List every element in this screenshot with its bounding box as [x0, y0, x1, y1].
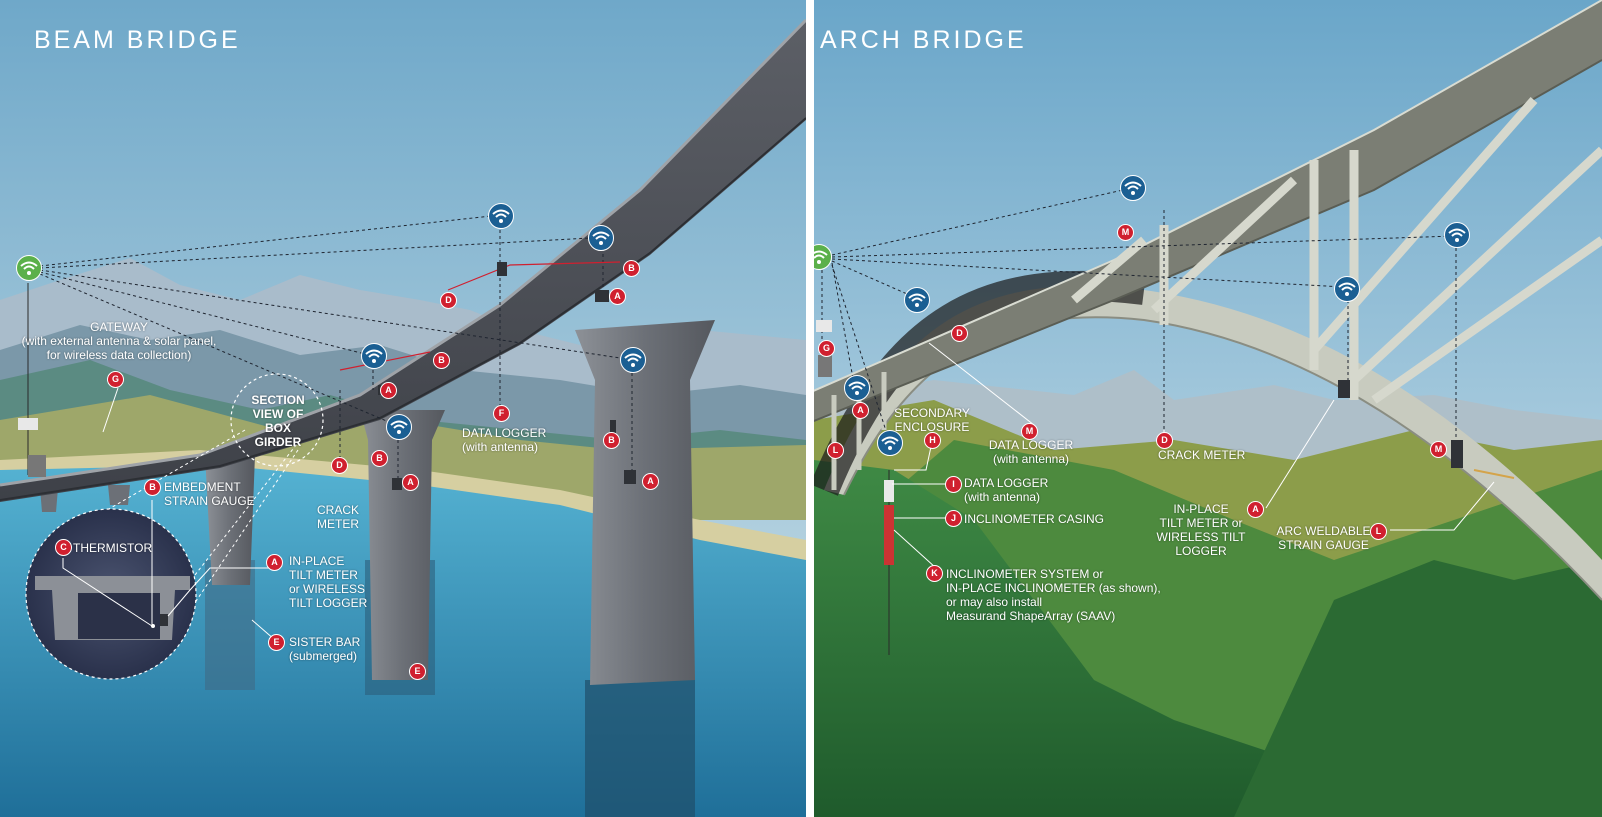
badge-b: B: [603, 432, 620, 449]
wifi-icon: [620, 347, 646, 373]
arc-weldable-strain-gauge-label: ARC WELDABLE STRAIN GAUGE: [1276, 524, 1371, 552]
wifi-icon: [877, 430, 903, 456]
badge-a: A: [609, 288, 626, 305]
arch-bridge-title: ARCH BRIDGE: [820, 26, 1027, 54]
badge-h: H: [924, 432, 941, 449]
badge-f: F: [493, 405, 510, 422]
badge-a: A: [402, 474, 419, 491]
section-view-label: SECTION VIEW OF BOX GIRDER: [251, 393, 305, 449]
wifi-icon: [386, 414, 412, 440]
badge-k: K: [926, 565, 943, 582]
badge-l: L: [827, 442, 844, 459]
badge-a: A: [852, 402, 869, 419]
badge-g: G: [818, 340, 835, 357]
secondary-enclosure-label: SECONDARY ENCLOSURE: [894, 406, 970, 434]
data-logger-i-label: DATA LOGGER (with antenna): [964, 476, 1049, 504]
crack-meter-label: CRACK METER: [316, 503, 359, 531]
wifi-icon: [904, 287, 930, 313]
badge-a: A: [266, 554, 283, 571]
arch-bridge-panel: ARCH BRIDGE SECONDARY ENCLOSURE DATA LOG…: [814, 0, 1602, 817]
badge-b: B: [144, 479, 161, 496]
thermistor-label: THERMISTOR: [73, 541, 153, 555]
badge-a: A: [380, 382, 397, 399]
badge-e: E: [268, 634, 285, 651]
wifi-icon: [1120, 175, 1146, 201]
badge-d: D: [331, 457, 348, 474]
badge-m: M: [1117, 224, 1134, 241]
badge-m: M: [1021, 423, 1038, 440]
wifi-icon: [1444, 222, 1470, 248]
crack-meter-label: CRACK METER: [1158, 448, 1246, 462]
data-logger-label: DATA LOGGER (with antenna): [462, 426, 547, 454]
badge-c: C: [55, 539, 72, 556]
gateway-wifi-icon: [16, 255, 42, 281]
badge-b: B: [433, 352, 450, 369]
badge-d: D: [951, 325, 968, 342]
badge-m: M: [1430, 441, 1447, 458]
badge-j: J: [945, 510, 962, 527]
data-logger-m-label: DATA LOGGER (with antenna): [988, 438, 1074, 466]
gateway-wifi-icon: [814, 244, 832, 270]
arch-bridge-illustration: [814, 0, 1602, 817]
inclinometer-casing-label: INCLINOMETER CASING: [964, 512, 1105, 526]
tilt-meter-label: IN-PLACE TILT METER or WIRELESS TILT LOG…: [289, 554, 368, 610]
beam-bridge-panel: BEAM BRIDGE GATEWAY (with external anten…: [0, 0, 806, 817]
tilt-meter-label: IN-PLACE TILT METER or WIRELESS TILT LOG…: [1156, 502, 1246, 558]
badge-a: A: [1247, 501, 1264, 518]
badge-e: E: [409, 663, 426, 680]
badge-i: I: [945, 476, 962, 493]
badge-d: D: [1156, 432, 1173, 449]
badge-g: G: [107, 371, 124, 388]
badge-l: L: [1370, 523, 1387, 540]
badge-b: B: [371, 450, 388, 467]
inclinometer-system-label: INCLINOMETER SYSTEM or IN-PLACE INCLINOM…: [946, 567, 1161, 623]
sister-bar-label: SISTER BAR (submerged): [289, 635, 361, 663]
badge-d: D: [440, 292, 457, 309]
badge-b: B: [623, 260, 640, 277]
badge-a: A: [642, 473, 659, 490]
wifi-icon: [361, 343, 387, 369]
gateway-label: GATEWAY (with external antenna & solar p…: [21, 320, 217, 362]
wifi-icon: [588, 225, 614, 251]
embedment-strain-gauge-label: EMBEDMENT STRAIN GAUGE: [164, 480, 255, 508]
wifi-icon: [844, 375, 870, 401]
wifi-icon: [488, 203, 514, 229]
wifi-icon: [1334, 276, 1360, 302]
beam-bridge-title: BEAM BRIDGE: [34, 26, 241, 54]
beam-bridge-illustration: [0, 0, 806, 817]
